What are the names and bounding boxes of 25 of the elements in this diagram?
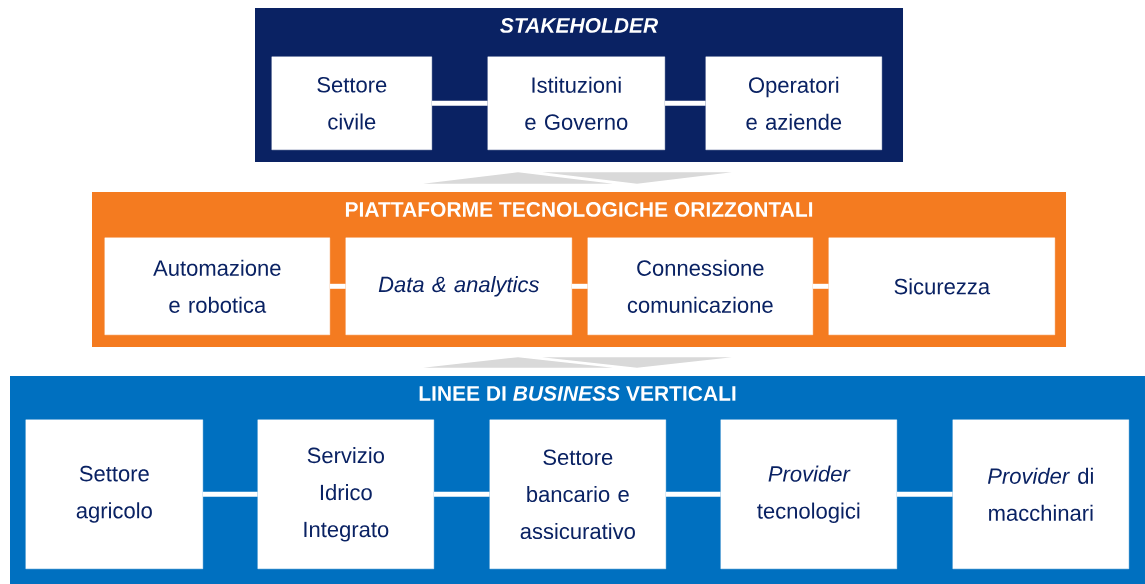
text-box: Data & analytics	[345, 237, 572, 335]
connector-line	[665, 100, 706, 106]
text-box: Settore agricolo	[25, 419, 203, 569]
text-box: Settore civile	[271, 56, 432, 150]
text-box: Provider di macchinari	[952, 419, 1129, 569]
text-box: Connessione comunicazione	[587, 237, 813, 335]
flat-arrow	[542, 357, 732, 368]
text-box: Istituzioni e Governo	[487, 56, 665, 150]
text-box: Settore bancario e assicurativo	[489, 419, 666, 569]
text-box: Automazione e robotica	[104, 237, 330, 335]
flat-arrow	[423, 172, 613, 184]
connector-line	[813, 283, 829, 289]
connector-line	[330, 283, 346, 289]
connector-line	[203, 491, 258, 497]
text-box: Servizio Idrico Integrato	[257, 419, 434, 569]
connector-line	[666, 491, 721, 497]
connector-line	[434, 491, 490, 497]
text-box: Sicurezza	[828, 237, 1055, 335]
connector-line	[572, 283, 588, 289]
connector-line	[897, 491, 953, 497]
text-box: Provider tecnologici	[720, 419, 897, 569]
connector-line	[432, 100, 488, 106]
flat-arrow	[542, 172, 732, 184]
flat-arrow	[423, 357, 613, 368]
text-box: Operatori e aziende	[705, 56, 882, 150]
